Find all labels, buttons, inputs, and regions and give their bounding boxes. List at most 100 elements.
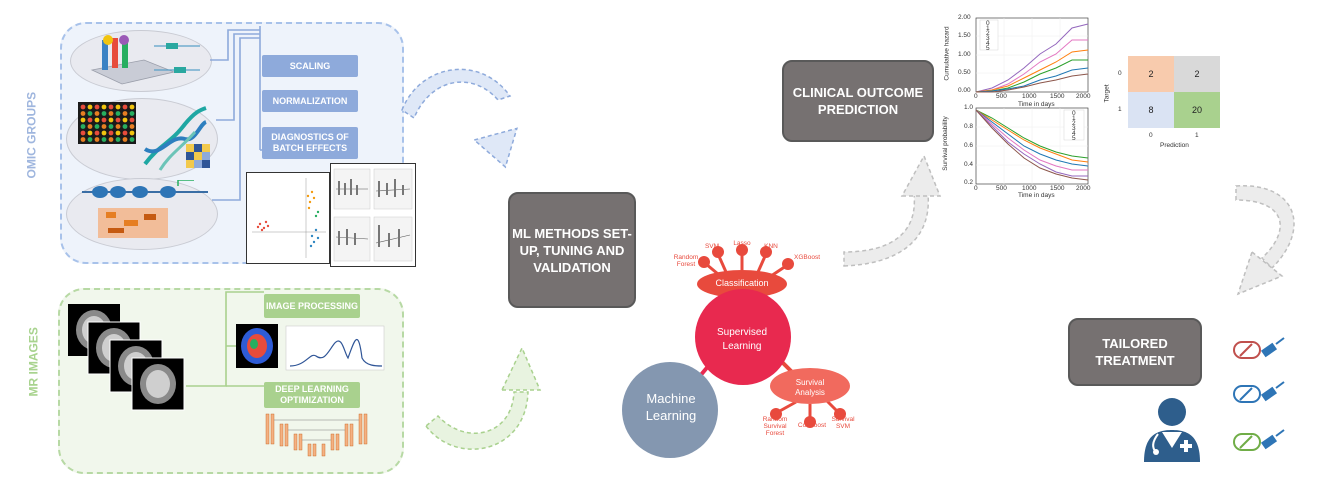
microarray-spot <box>101 130 107 136</box>
survival-xtick: 0 <box>974 185 978 192</box>
method-coxboost: CoxBoost <box>797 422 827 429</box>
image-processing-step: IMAGE PROCESSING <box>264 294 360 318</box>
hazard-xlabel: Time in days <box>1018 101 1055 108</box>
ml-mindmap <box>622 244 850 458</box>
cumulative-hazard-chart: 0 1 2 3 4 5 2.00 1.50 1.00 0.50 0.00 0 5… <box>942 10 1092 110</box>
survival-ytick: 0.2 <box>964 179 974 186</box>
microarray-spot <box>94 124 100 129</box>
method-xgboost: XGBoost <box>793 254 820 261</box>
syringe-icon <box>1233 429 1285 451</box>
syringe-icon <box>1233 337 1285 359</box>
normalization-step: NORMALIZATION <box>262 90 358 112</box>
microarray-spot <box>115 111 121 116</box>
method-svm: SVM <box>704 243 720 250</box>
tailored-treatment-box: TAILORED TREATMENT <box>1068 318 1202 386</box>
pca-plot-thumbnail <box>246 172 330 264</box>
microarray-spot <box>94 137 100 142</box>
hazard-legend-3: 3 <box>986 35 990 42</box>
survival-legend-4: 4 <box>1072 130 1076 137</box>
cm-cell-1-0: 8 <box>1128 92 1174 128</box>
cm-col-label-0: 0 <box>1149 132 1153 139</box>
survival-legend-5: 5 <box>1072 135 1076 142</box>
microarray-spot <box>108 117 114 123</box>
microarray-spot <box>87 111 93 116</box>
microarray-spot <box>108 137 114 142</box>
scaling-step: SCALING <box>262 55 358 77</box>
microarray-spot <box>122 111 128 116</box>
hazard-ylabel: Cumulative hazard <box>943 26 951 81</box>
microarray-spot <box>101 104 107 110</box>
cm-cell-1-1: 20 <box>1174 92 1220 128</box>
hazard-ytick: 2.00 <box>958 14 971 21</box>
heatmap-small-icon <box>186 144 210 168</box>
hazard-legend-0: 0 <box>986 20 990 27</box>
microarray-spot <box>101 117 107 123</box>
microarray-spot <box>87 130 93 136</box>
unet-architecture-icon <box>265 413 368 457</box>
mri-to-ml-arrow <box>424 346 542 450</box>
hazard-ytick: 0.00 <box>958 87 971 94</box>
microarray-spot <box>87 124 93 129</box>
microarray-spot <box>115 130 121 136</box>
microarray-spot <box>115 137 121 142</box>
cm-cell-0-1: 2 <box>1174 56 1220 92</box>
microarray-spot <box>80 117 86 123</box>
microarray-spot <box>87 104 93 110</box>
method-random-forest: Random Forest <box>673 254 699 268</box>
microarray-spot <box>94 130 100 136</box>
microarray-spot <box>87 117 93 123</box>
cm-row-label-1: 1 <box>1118 106 1122 113</box>
microarray-spot <box>80 111 86 116</box>
batch-effects-step: DIAGNOSTICS OF BATCH EFFECTS <box>262 127 358 159</box>
microarray-spot <box>129 124 135 129</box>
mr-images-label: MR IMAGES <box>26 327 41 397</box>
microarray-icon <box>78 102 136 144</box>
method-survival-svm: Survival SVM <box>831 416 855 430</box>
method-knn: KNN <box>764 243 778 250</box>
ml-methods-box: ML METHODS SET-UP, TUNING AND VALIDATION <box>508 192 636 308</box>
microarray-spot <box>115 117 121 123</box>
segmentation-histogram-icon <box>236 324 385 371</box>
survival-xlabel: Time in days <box>1018 192 1055 199</box>
method-lasso: Lasso <box>733 240 751 247</box>
survival-analysis-node: Survival Analysis <box>795 378 825 397</box>
hazard-legend-4: 4 <box>986 40 990 47</box>
classification-node: Classification <box>715 278 769 288</box>
deep-learning-step: DEEP LEARNING OPTIMIZATION <box>264 382 360 408</box>
microarray-spot <box>115 124 121 129</box>
cm-ylabel: Target <box>1103 84 1111 103</box>
survival-xtick: 1000 <box>1022 185 1037 192</box>
cm-col-label-1: 1 <box>1195 132 1199 139</box>
hazard-ytick: 1.00 <box>958 51 971 58</box>
syringe-icon <box>1233 381 1285 403</box>
microarray-spot <box>94 117 100 123</box>
microarray-spot <box>122 137 128 142</box>
microarray-spot <box>115 104 121 110</box>
survival-xtick: 1500 <box>1050 185 1065 192</box>
microarray-spot <box>108 124 114 129</box>
microarray-spot <box>108 104 114 110</box>
microarray-spot <box>122 117 128 123</box>
microarray-spot <box>129 130 135 136</box>
microarray-spot <box>129 111 135 116</box>
hazard-xtick: 2000 <box>1076 93 1091 100</box>
survival-ytick: 1.0 <box>964 104 974 111</box>
boxplot-thumbnail <box>330 163 416 267</box>
survival-legend-2: 2 <box>1072 120 1076 127</box>
microarray-spot <box>108 111 114 116</box>
microarray-spot <box>80 137 86 142</box>
survival-legend-0: 0 <box>1072 110 1076 117</box>
microarray-spot <box>122 130 128 136</box>
microarray-spot <box>94 104 100 110</box>
survival-legend-1: 1 <box>1072 115 1076 122</box>
hazard-chart-canvas <box>975 17 1089 93</box>
microarray-spot <box>129 104 135 110</box>
confusion-matrix: 2 2 8 20 0 1 Target 0 1 Prediction <box>1104 52 1224 168</box>
clinical-outcome-box: CLINICAL OUTCOME PREDICTION <box>782 60 934 142</box>
survival-ylabel: Survival probability <box>941 116 949 171</box>
microarray-spot <box>101 137 107 142</box>
survival-chart-canvas <box>975 107 1089 185</box>
omic-to-ml-arrow <box>401 68 518 169</box>
microarray-spot <box>122 104 128 110</box>
microarray-spot <box>129 117 135 123</box>
